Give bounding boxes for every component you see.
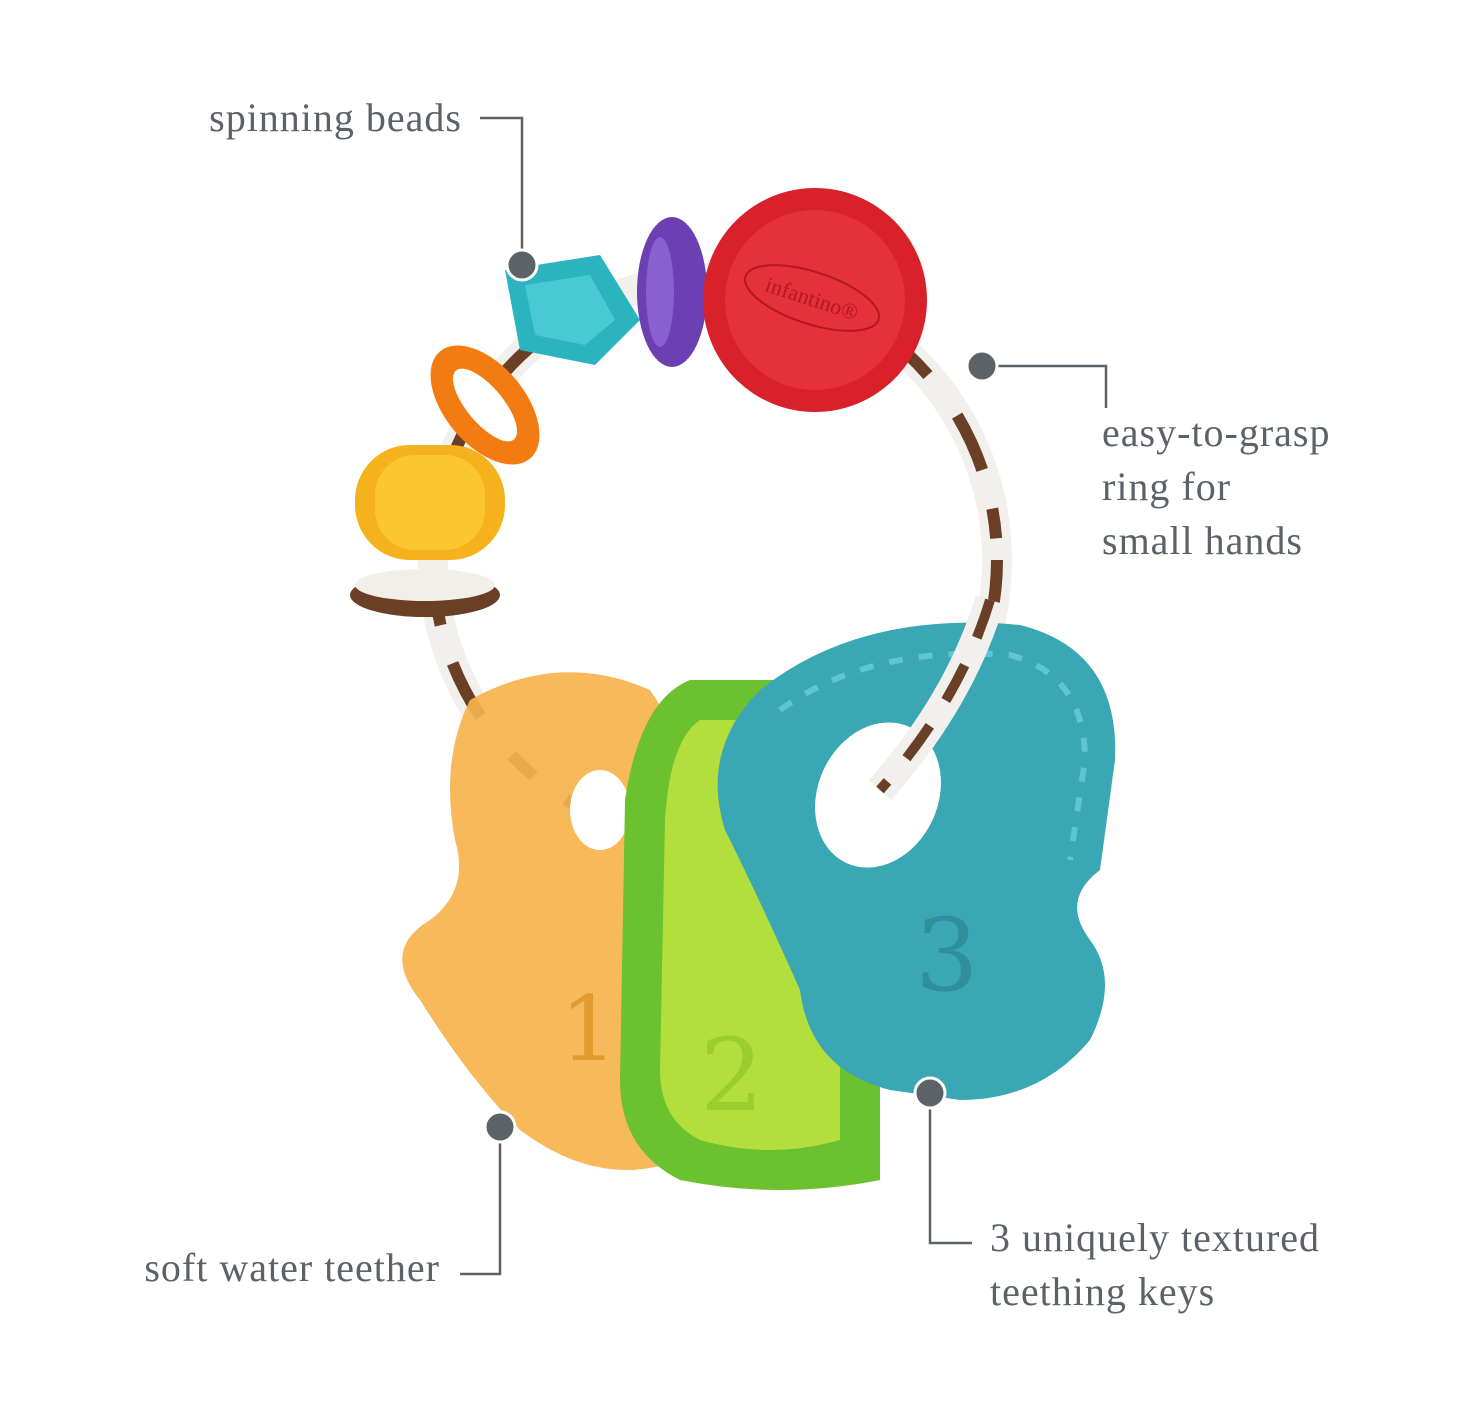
water-teether-key: 1 xyxy=(402,672,682,1170)
callout-line: easy-to-grasp xyxy=(1102,410,1331,455)
callout-grasp-ring: easy-to-grasp ring for small hands xyxy=(1102,406,1330,568)
callout-line: teething keys xyxy=(990,1269,1216,1314)
ring-dot xyxy=(965,349,999,383)
callout-line: small hands xyxy=(1102,518,1303,563)
spinning-beads: infantino® xyxy=(350,188,927,617)
key-number-3: 3 xyxy=(915,897,979,1014)
key-number-1: 1 xyxy=(560,977,617,1082)
callout-line: 3 uniquely textured xyxy=(990,1215,1321,1260)
leader-lines xyxy=(460,116,1108,1276)
callout-dots xyxy=(483,248,999,1144)
teether-dot xyxy=(483,1110,517,1144)
callout-spinning-beads: spinning beads xyxy=(209,95,462,140)
callout-teething-keys: 3 uniquely textured teething keys xyxy=(990,1211,1320,1319)
key-number-2: 2 xyxy=(700,1017,764,1134)
callout-line: ring for xyxy=(1102,464,1232,509)
keys-dot xyxy=(913,1076,947,1110)
callout-soft-water-teether: soft water teether xyxy=(144,1245,440,1290)
beads-dot xyxy=(505,248,539,282)
